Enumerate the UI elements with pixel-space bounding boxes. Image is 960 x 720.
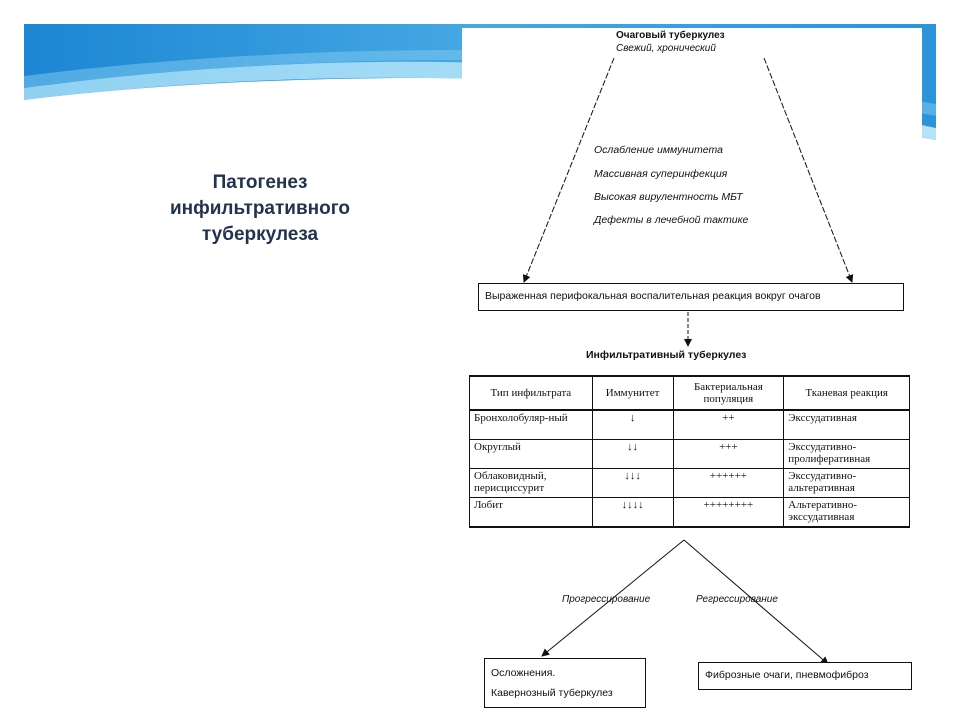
scheme-arrows bbox=[522, 57, 854, 665]
table-row: Лобит ↓↓↓↓ ++++++++ Альтеративно-экссуда… bbox=[469, 497, 910, 528]
table-header-row: Тип инфильтрата Иммунитет Бактериальная … bbox=[469, 375, 910, 411]
factor-3: Высокая вирулентность МБТ bbox=[594, 191, 743, 203]
header-cell: Тканевая реакция bbox=[783, 375, 910, 411]
table-cell: Экссудативно-пролиферативная bbox=[783, 439, 910, 469]
table-cell: Экссудативная bbox=[783, 410, 910, 440]
table-cell: Альтеративно-экссудативная bbox=[783, 497, 910, 528]
table-row: Бронхолобуляр-ный ↓ ++ Экссудативная bbox=[469, 410, 910, 440]
table-cell: Округлый bbox=[469, 439, 593, 469]
slide-title: Патогенез инфильтративного туберкулеза bbox=[140, 170, 380, 248]
table-cell: Экссудативно-альтеративная bbox=[783, 468, 910, 498]
table-row: Облаковидный, перисциссурит ↓↓↓ ++++++ Э… bbox=[469, 468, 910, 498]
table-cell: ↓ bbox=[591, 410, 674, 440]
table-cell: ↓↓ bbox=[591, 439, 674, 469]
title-line-2: инфильтративного bbox=[169, 198, 351, 219]
arrow-to-right-outcome bbox=[683, 539, 829, 665]
table-cell: ++++++++ bbox=[672, 497, 785, 528]
factor-4: Дефекты в лечебной тактике bbox=[594, 214, 749, 226]
branch-label-regression: Регрессирование bbox=[696, 594, 778, 605]
outcome-left-line-1: Осложнения. bbox=[491, 667, 556, 679]
header-cell: Бактериальная популяция bbox=[672, 375, 785, 411]
table-cell: Бронхолобуляр-ный bbox=[469, 410, 593, 440]
outcome-left-box: Осложнения. Кавернозный туберкулез bbox=[484, 658, 646, 708]
factor-2: Массивная суперинфекция bbox=[594, 168, 728, 180]
factor-1: Ослабление иммунитета bbox=[594, 144, 723, 156]
outcome-right-label: Фиброзные очаги, пневмофиброз bbox=[705, 669, 869, 681]
table-cell: ↓↓↓ bbox=[591, 468, 674, 498]
infiltrate-table: Тип инфильтрата Иммунитет Бактериальная … bbox=[469, 375, 910, 528]
top-node-title: Очаговый туберкулез bbox=[616, 30, 725, 41]
pathogenesis-scheme: Очаговый туберкулез Свежий, хронический … bbox=[462, 28, 922, 718]
header-cell: Тип инфильтрата bbox=[469, 375, 593, 411]
table-cell: ++++++ bbox=[672, 468, 785, 498]
table-cell: Облаковидный, перисциссурит bbox=[469, 468, 593, 498]
header-cell: Иммунитет bbox=[591, 375, 674, 411]
outcome-right-box: Фиброзные очаги, пневмофиброз bbox=[698, 662, 912, 690]
reaction-box: Выраженная перифокальная воспалительная … bbox=[478, 283, 904, 311]
title-line-3: туберкулеза bbox=[201, 224, 319, 245]
table-title: Инфильтративный туберкулез bbox=[586, 349, 747, 361]
title-line-1: Патогенез bbox=[212, 172, 308, 193]
reaction-box-label: Выраженная перифокальная воспалительная … bbox=[485, 290, 821, 302]
table-cell: ++ bbox=[672, 410, 785, 440]
arrow-right-down bbox=[763, 57, 854, 283]
outcome-left-line-2: Кавернозный туберкулез bbox=[491, 687, 613, 699]
table-row: Округлый ↓↓ +++ Экссудативно-пролиферати… bbox=[469, 439, 910, 469]
arrow-left-down bbox=[522, 57, 615, 283]
table-cell: Лобит bbox=[469, 497, 593, 528]
top-node-subtitle: Свежий, хронический bbox=[616, 43, 716, 54]
branch-label-progression: Прогрессирование bbox=[562, 594, 651, 605]
table-cell: ↓↓↓↓ bbox=[591, 497, 674, 528]
table-cell: +++ bbox=[672, 439, 785, 469]
arrow-to-left-outcome bbox=[541, 539, 685, 657]
